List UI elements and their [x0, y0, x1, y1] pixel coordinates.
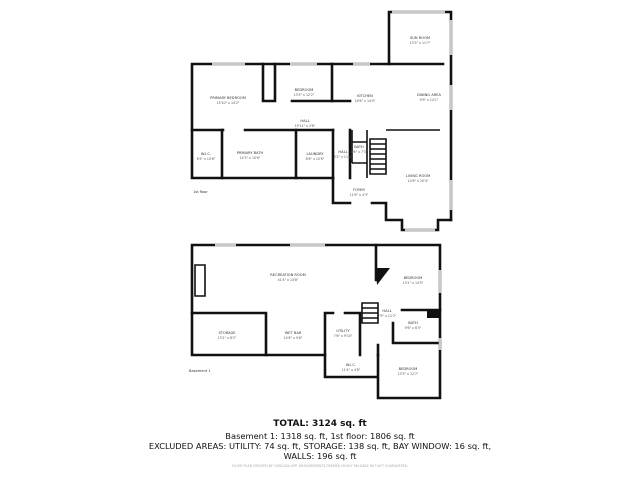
svg-text:BATH: BATH	[354, 145, 364, 149]
svg-text:8'6" x 10'6": 8'6" x 10'6"	[306, 157, 325, 161]
svg-text:HALL: HALL	[338, 150, 347, 154]
svg-text:W.I.C.: W.I.C.	[201, 152, 211, 156]
svg-text:UTILITY: UTILITY	[336, 329, 350, 333]
svg-text:7'6" x 9'10": 7'6" x 9'10"	[334, 334, 353, 338]
svg-text:9'9" x 14'1": 9'9" x 14'1"	[420, 98, 439, 102]
svg-text:13'5" x 12'2": 13'5" x 12'2"	[294, 93, 315, 97]
svg-text:BEDROOM: BEDROOM	[399, 367, 418, 371]
svg-text:DINING AREA: DINING AREA	[417, 93, 441, 97]
svg-text:KITCHEN: KITCHEN	[357, 94, 373, 98]
first-floor-walls	[190, 10, 453, 232]
svg-text:16'6" x 14'0": 16'6" x 14'0"	[355, 99, 376, 103]
svg-text:BATH: BATH	[408, 321, 418, 325]
svg-text:6'5" x 10'6": 6'5" x 10'6"	[197, 157, 216, 161]
svg-text:14'3" x 10'6": 14'3" x 10'6"	[240, 156, 261, 160]
excluded-areas: EXCLUDED AREAS: UTILITY: 74 sq. ft, STOR…	[148, 441, 492, 451]
svg-text:LIVING ROOM: LIVING ROOM	[406, 174, 430, 178]
floor-label-1st: 1st floor	[193, 190, 208, 194]
room-wic-b: W.I.C.11'4" x 4'8"	[342, 363, 361, 372]
svg-text:FOYER: FOYER	[353, 188, 365, 192]
room-wic: W.I.C.6'5" x 10'6"	[197, 152, 216, 161]
svg-text:8'6" x 7'3": 8'6" x 7'3"	[351, 150, 368, 154]
svg-text:13'1" x 8'2": 13'1" x 8'2"	[218, 336, 237, 340]
basement-walls	[190, 243, 442, 400]
svg-text:19'11" x 3'8": 19'11" x 3'8"	[295, 124, 316, 128]
disclaimer: FLOOR PLAN CREATED BY CUBICASA APP. MEAS…	[231, 464, 409, 468]
svg-text:PRIMARY BATH: PRIMARY BATH	[237, 151, 264, 155]
walls-area: WALLS: 196 sq. ft	[283, 451, 357, 461]
svg-text:LAUNDRY: LAUNDRY	[306, 152, 324, 156]
svg-text:7'9" x 12'2": 7'9" x 12'2"	[378, 314, 397, 318]
svg-text:11'4" x 4'8": 11'4" x 4'8"	[342, 368, 361, 372]
svg-text:41'4" x 14'8": 41'4" x 14'8"	[278, 278, 299, 282]
svg-text:WET BAR: WET BAR	[285, 331, 302, 335]
svg-text:15'10" x 14'2": 15'10" x 14'2"	[217, 101, 240, 105]
svg-text:14'6" x 20'4": 14'6" x 20'4"	[408, 179, 429, 183]
svg-text:HALL: HALL	[382, 309, 391, 313]
svg-text:W.I.C.: W.I.C.	[346, 363, 356, 367]
total-area: TOTAL: 3124 sq. ft	[273, 419, 367, 429]
svg-text:STORAGE: STORAGE	[218, 331, 236, 335]
floor-areas: Basement 1: 1318 sq. ft, 1st floor: 1806…	[225, 431, 415, 441]
floor-label-basement: Basement 1	[189, 369, 211, 373]
svg-text:11'6" x 4'3": 11'6" x 4'3"	[350, 193, 369, 197]
svg-text:BEDROOM: BEDROOM	[404, 276, 423, 280]
svg-text:13'3" x 12'7": 13'3" x 12'7"	[398, 372, 419, 376]
svg-text:13'1" x 14'5": 13'1" x 14'5"	[403, 281, 424, 285]
svg-text:BEDROOM: BEDROOM	[295, 88, 314, 92]
svg-text:3'2" x 11'0": 3'2" x 11'0"	[334, 155, 353, 159]
svg-text:HALL: HALL	[300, 119, 309, 123]
svg-text:RECREATION ROOM: RECREATION ROOM	[270, 273, 305, 277]
svg-text:13'3" x 11'7": 13'3" x 11'7"	[410, 41, 431, 45]
svg-text:9'6" x 6'5": 9'6" x 6'5"	[405, 326, 422, 330]
svg-text:SUN ROOM: SUN ROOM	[410, 36, 430, 40]
svg-text:14'8" x 9'6": 14'8" x 9'6"	[284, 336, 303, 340]
svg-text:PRIMARY BEDROOM: PRIMARY BEDROOM	[210, 96, 246, 100]
